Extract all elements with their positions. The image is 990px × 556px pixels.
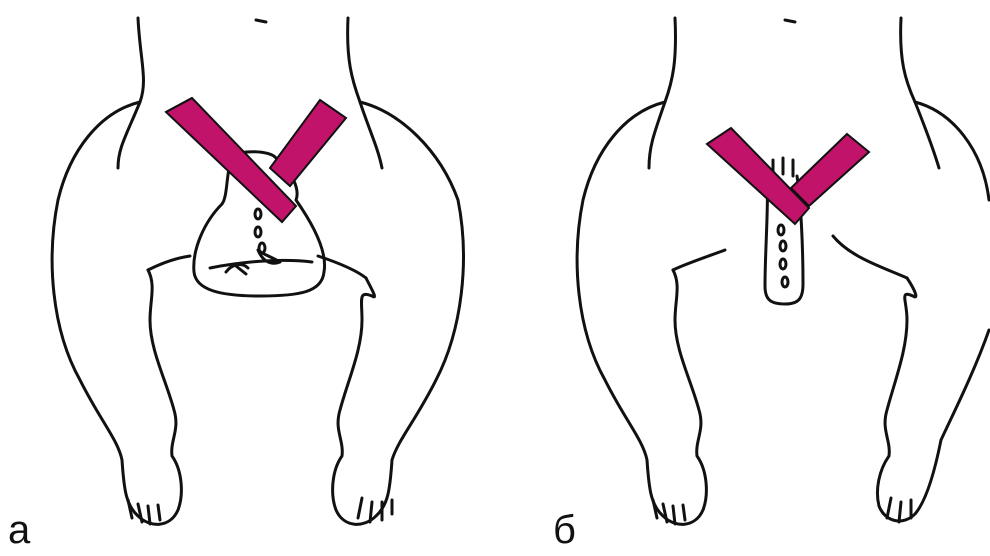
right-inner-arm-b <box>833 236 907 278</box>
panel-label-b: б <box>553 510 576 550</box>
suture-dot-a1 <box>255 209 261 219</box>
bag-inner-line-a <box>210 260 312 268</box>
suture-dot-b1 <box>778 225 784 235</box>
head-mark-b <box>785 20 795 22</box>
torso-left-b <box>649 18 676 168</box>
panel-b-drawing <box>495 0 990 556</box>
left-inner-arm-a <box>148 256 190 270</box>
torso-right-a <box>348 18 382 168</box>
panel-label-a: а <box>8 510 30 550</box>
bandage-a-right-strip <box>270 100 346 186</box>
bandage-b-right-strip <box>791 134 869 206</box>
bandage-a <box>166 98 346 222</box>
torso-right-b <box>901 18 939 168</box>
head-mark-a <box>256 20 266 22</box>
suture-dot-b3 <box>780 259 786 269</box>
left-inner-arm-b <box>673 250 725 270</box>
torso-left-a <box>118 18 143 168</box>
suture-dot-b4 <box>782 277 788 287</box>
right-arm-b <box>915 102 989 200</box>
left-arm-b <box>577 102 706 524</box>
right-arm-b-lower <box>877 278 989 521</box>
right-arm-a <box>333 102 464 524</box>
panel-a-drawing <box>0 0 495 556</box>
suture-dot-a2 <box>255 227 261 237</box>
suture-dot-b2 <box>780 241 786 251</box>
bandage-b <box>707 128 869 224</box>
